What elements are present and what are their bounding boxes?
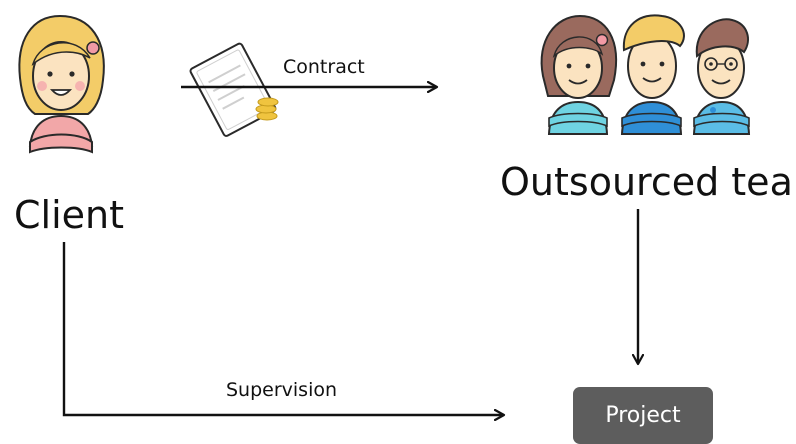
team-member-man-avatar — [620, 14, 685, 135]
client-label: Client — [14, 193, 125, 237]
project-label: Project — [605, 403, 681, 428]
team-avatars — [540, 14, 751, 135]
contract-document-icon — [189, 42, 277, 137]
supervision-arrow — [62, 242, 504, 415]
team-member-woman-avatar — [540, 14, 618, 135]
coin-stack-icon — [255, 97, 279, 121]
client-avatar — [18, 14, 105, 154]
outsourced-team-label: Outsourced team — [500, 160, 796, 204]
team-member-glasses-avatar — [692, 18, 751, 135]
project-box: Project — [573, 387, 713, 444]
supervision-label: Supervision — [226, 379, 338, 401]
contract-label: Contract — [283, 56, 365, 78]
